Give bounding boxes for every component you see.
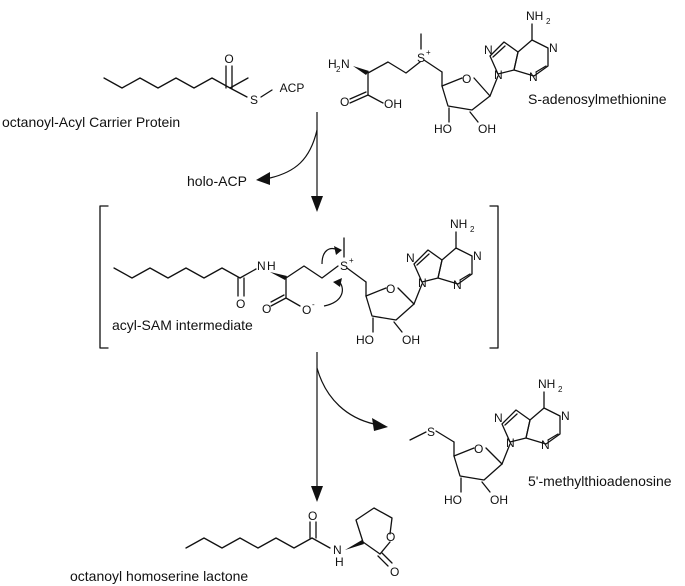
octanoyl-acp-label: octanoyl-Acyl Carrier Protein [2,114,180,130]
mta-oh: OH [490,493,508,507]
mta-nh2-sub: 2 [558,385,563,394]
reaction-arrow-2 [311,352,388,502]
left-bracket [99,205,109,349]
acyl-sam-amide-o: O [236,297,245,311]
lactone-amide-o: O [308,509,317,523]
acyl-sam-o-minus: O [302,303,311,317]
holo-acp-label: holo-ACP [187,173,247,189]
mta-molecule: S O HO OH N N N N NH 2 5'-methylthioaden… [409,377,672,507]
sam-sulfur: S [417,51,425,65]
acyl-sam-ho: HO [356,333,374,347]
sam-nh2: NH [526,9,543,23]
sam-acid-o: O [340,95,349,109]
lactone-n: N [333,543,342,557]
acyl-sam-nh2: NH [450,217,467,231]
acyl-sam-h: H [267,259,276,273]
lactone-molecule: O N H O O octanoyl homoserine lactone [70,507,399,584]
acyl-sam-n9: N [418,276,427,290]
sam-nh2-sub: 2 [546,17,551,26]
acyl-sam-minus: - [312,300,315,309]
octanoyl-acp-carbonyl-o: O [224,52,233,66]
acyl-sam-n3: N [453,278,462,292]
octanoyl-acp-sulfur: S [250,93,258,107]
sam-acid-oh: OH [384,97,402,111]
mta-ho: HO [444,493,462,507]
acyl-sam-label: acyl-SAM intermediate [112,317,253,333]
lactone-ring-o: O [386,530,395,544]
sam-n3: N [529,70,538,84]
sam-n7: N [484,43,493,57]
lactone-carbonyl-o: O [390,565,399,579]
sam-h-sub: 2 [336,65,341,74]
acyl-sam-nh2-sub: 2 [470,225,475,234]
sam-n: N [341,57,350,71]
sam-label: S-adenosylmethionine [528,91,667,107]
acyl-sam-ring-o: O [386,282,395,296]
acyl-sam-sulfur: S [340,259,348,273]
sam-n9: N [494,68,503,82]
acyl-sam-n: N [257,259,266,273]
mta-n9: N [506,436,515,450]
sam-molecule: H 2 N O OH S + O HO OH N N N N [328,9,667,136]
octanoyl-acp-acp: ACP [280,81,305,95]
right-bracket [489,205,499,349]
mta-sulfur: S [427,425,435,439]
octanoyl-acp-molecule: O S ACP octanoyl-Acyl Carrier Protein [2,52,304,130]
sam-ring-o: O [462,72,471,86]
acyl-sam-sulfur-plus: + [349,256,354,265]
mta-ring-o: O [474,442,483,456]
mta-n1: N [561,409,570,423]
lactone-label: octanoyl homoserine lactone [70,568,248,584]
mta-n7: N [494,411,503,425]
acyl-sam-carb-o: O [262,302,271,316]
sam-ho: HO [434,122,452,136]
mta-label: 5'-methylthioadenosine [528,473,672,489]
mta-nh2: NH [538,377,555,391]
mta-n3: N [541,438,550,452]
reaction-arrow-1: holo-ACP [187,112,323,212]
acyl-sam-molecule: O N H O O - S + O HO OH [112,217,482,347]
lactone-h: H [335,555,344,569]
sam-n1: N [549,41,558,55]
sam-h: H [328,57,337,71]
acyl-sam-n7: N [406,251,415,265]
sam-oh: OH [478,122,496,136]
acyl-sam-oh: OH [402,333,420,347]
sam-sulfur-plus: + [426,48,431,57]
acyl-sam-n1: N [473,249,482,263]
